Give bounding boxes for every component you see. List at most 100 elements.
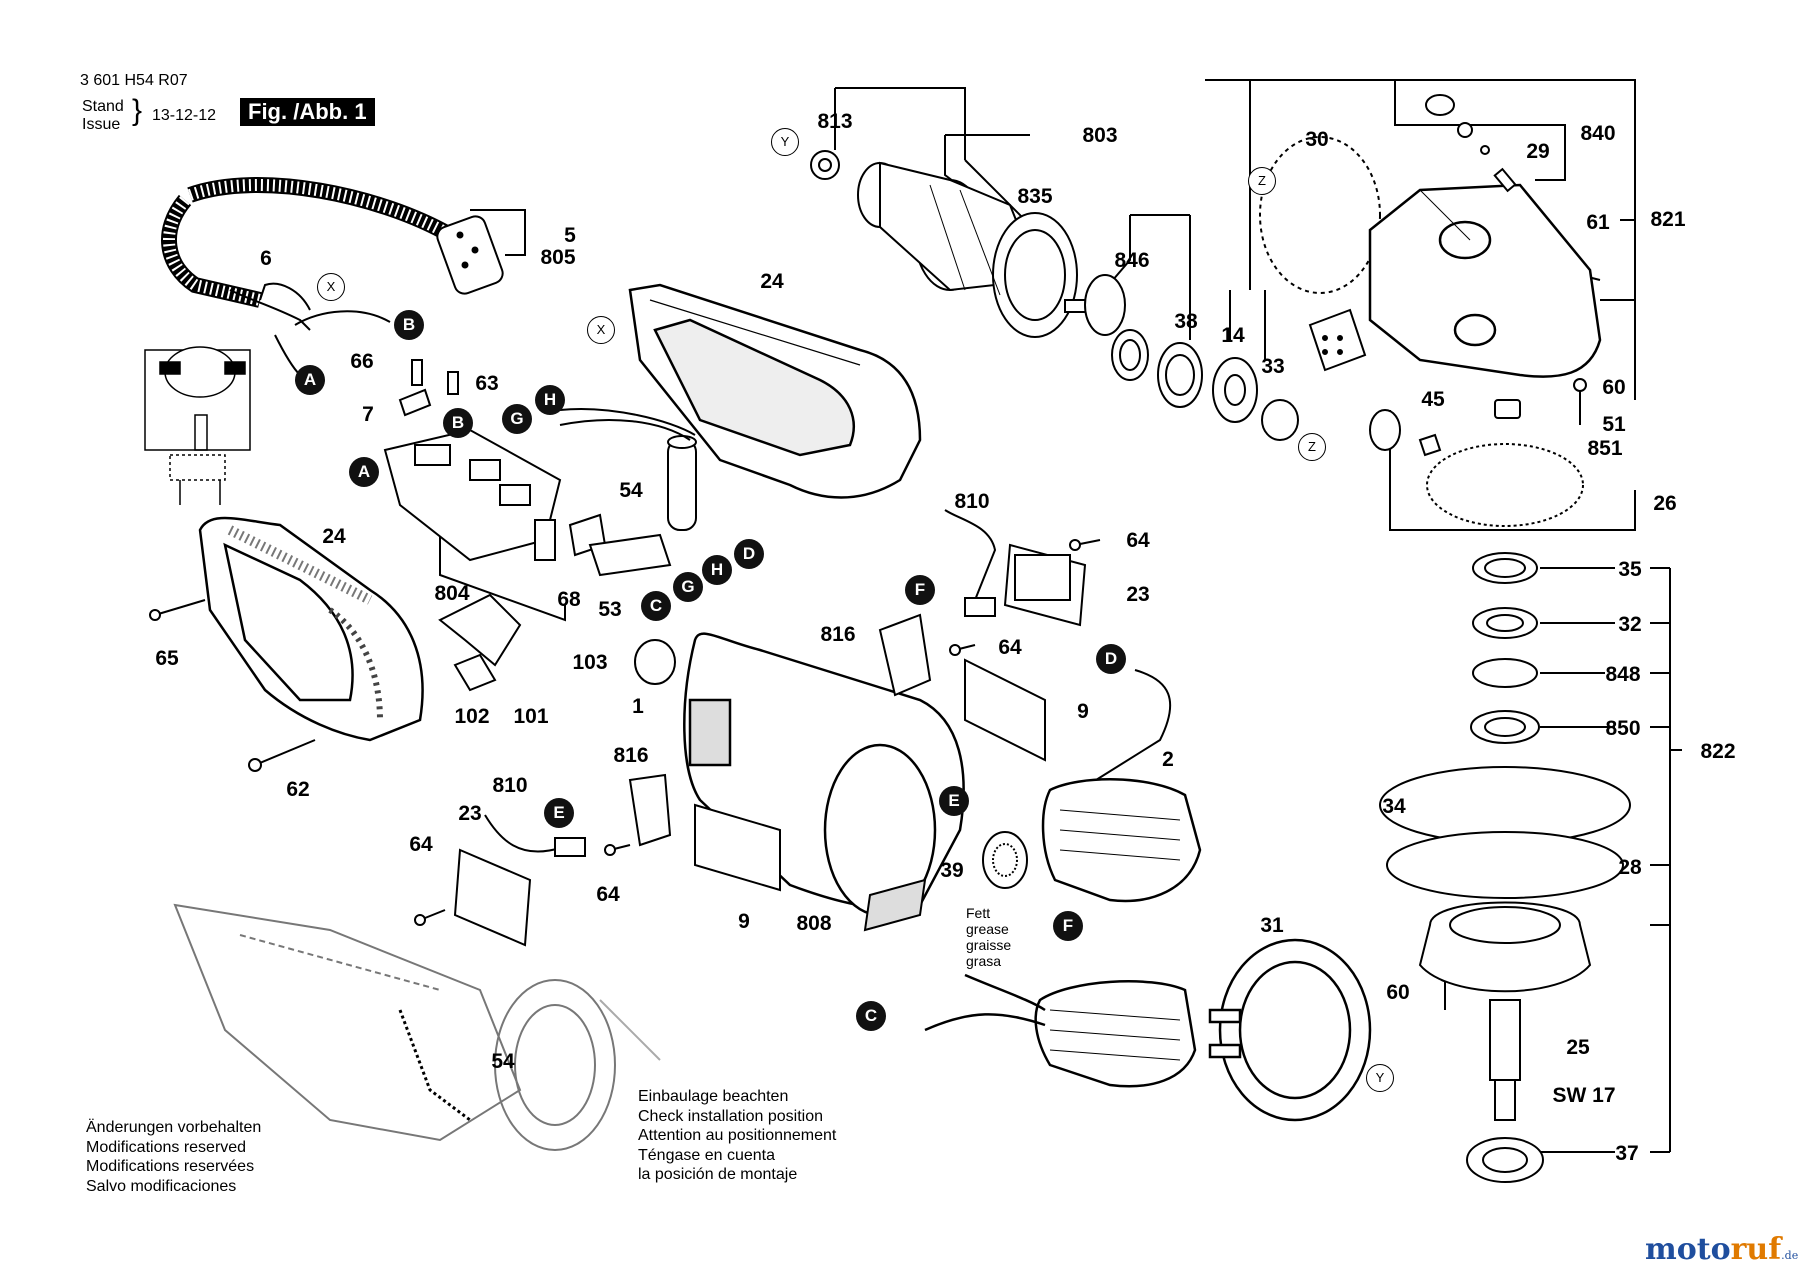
power-cable xyxy=(161,177,504,376)
callout-24-lower: 24 xyxy=(322,525,346,548)
callout-848: 848 xyxy=(1605,663,1641,686)
switch-assembly xyxy=(383,359,672,692)
callout-26: 26 xyxy=(1653,492,1677,515)
connector-E: E xyxy=(939,786,969,816)
connector-A: A xyxy=(349,457,379,487)
connector-F: F xyxy=(905,575,935,605)
housing-labels xyxy=(453,543,1087,947)
modifications-note: Änderungen vorbehalten Modifications res… xyxy=(86,1118,261,1196)
callout-808: 808 xyxy=(796,912,832,935)
note-line: la posición de montaje xyxy=(638,1166,798,1183)
connector-F: F xyxy=(1053,911,1083,941)
callout-53: 53 xyxy=(598,598,622,621)
field-coil-upper xyxy=(1041,778,1202,903)
callout-45: 45 xyxy=(1421,388,1445,411)
bevel-gear xyxy=(1426,443,1584,527)
grease-note: Fett grease graisse grasa xyxy=(966,905,1011,969)
callout-31: 31 xyxy=(1260,914,1284,937)
callout-23-left: 23 xyxy=(458,802,482,825)
note-line: Fett xyxy=(966,905,991,921)
callout-38: 38 xyxy=(1174,310,1198,333)
housing-half-bottom xyxy=(198,516,424,742)
note-line: Änderungen vorbehalten xyxy=(86,1119,262,1136)
callout-851: 851 xyxy=(1587,437,1623,460)
note-line: Salvo modificaciones xyxy=(86,1177,237,1195)
spindle-stack xyxy=(1379,552,1631,1183)
brush-wires xyxy=(484,509,1172,857)
note-line: Modifications reserved xyxy=(86,1138,247,1156)
callout-103: 103 xyxy=(572,651,608,674)
callout-101: 101 xyxy=(513,705,549,728)
bracket-5 xyxy=(470,209,526,256)
connector-E: E xyxy=(544,798,574,828)
installation-note: Einbaulage beachten Check installation p… xyxy=(638,1087,836,1185)
bearings xyxy=(810,150,1299,441)
callout-61: 61 xyxy=(1586,211,1610,234)
connector-H: H xyxy=(535,385,565,415)
callout-816-lower: 816 xyxy=(613,744,649,767)
callout-64-d: 64 xyxy=(596,883,620,906)
figure-label: Fig. /Abb. 1 xyxy=(240,98,375,126)
stand-label: Stand xyxy=(82,98,124,115)
connector-C: C xyxy=(856,1001,886,1031)
installation-illustration xyxy=(173,903,661,1151)
marker-X: X xyxy=(317,273,345,301)
bracket-821 xyxy=(1205,79,1636,400)
callout-5: 5 xyxy=(564,224,576,247)
callout-9-right: 9 xyxy=(1077,700,1089,723)
callout-51: 51 xyxy=(1602,413,1626,436)
callout-54-install: 54 xyxy=(491,1050,515,1073)
marker-Y: Y xyxy=(771,128,799,156)
callout-804: 804 xyxy=(434,582,470,605)
callout-64-a: 64 xyxy=(1126,529,1150,552)
callout-14: 14 xyxy=(1221,324,1245,347)
connector-B: B xyxy=(394,310,424,340)
callout-1: 1 xyxy=(632,695,644,718)
issue-label: Issue xyxy=(82,116,121,133)
connector-D: D xyxy=(1096,644,1126,674)
brace: } xyxy=(132,94,143,127)
callout-65: 65 xyxy=(155,647,179,670)
callout-60-upper: 60 xyxy=(1602,376,1626,399)
note-line: Modifications reservées xyxy=(86,1158,255,1175)
callout-28: 28 xyxy=(1618,856,1642,879)
capacitor xyxy=(559,408,697,531)
note-line: graisse xyxy=(966,937,1012,953)
armature xyxy=(857,161,1096,338)
callout-62: 62 xyxy=(286,778,310,801)
callout-30: 30 xyxy=(1305,128,1329,151)
callout-23-right: 23 xyxy=(1126,583,1150,606)
callout-64-c: 64 xyxy=(409,833,433,856)
callout-54: 54 xyxy=(619,479,643,502)
housing-half-top xyxy=(628,283,922,499)
bracket-26 xyxy=(1389,410,1636,531)
callout-60-lower: 60 xyxy=(1386,981,1410,1004)
fan xyxy=(634,639,1028,889)
callout-68: 68 xyxy=(557,588,581,611)
connector-H: H xyxy=(702,555,732,585)
callout-2: 2 xyxy=(1162,748,1174,771)
note-line: Check installation position xyxy=(638,1107,823,1125)
callout-846: 846 xyxy=(1114,249,1150,272)
callout-64-b: 64 xyxy=(998,636,1022,659)
callout-29: 29 xyxy=(1526,140,1550,163)
callout-810-upper: 810 xyxy=(954,490,990,513)
connector-C: C xyxy=(641,591,671,621)
connector-G: G xyxy=(673,572,703,602)
marker-Z: Z xyxy=(1298,433,1326,461)
callout-7: 7 xyxy=(362,403,374,426)
motoruf-logo: motoruf.de xyxy=(1645,1232,1799,1267)
gear-30 xyxy=(1259,136,1381,294)
callout-805: 805 xyxy=(540,246,576,269)
brush-holders xyxy=(628,613,932,847)
callout-9-left: 9 xyxy=(738,910,750,933)
connector-D: D xyxy=(734,539,764,569)
bracket-840 xyxy=(1394,80,1566,181)
connector-G: G xyxy=(502,404,532,434)
callout-813: 813 xyxy=(817,110,853,133)
note-line: Attention au positionnement xyxy=(638,1127,837,1144)
connector-A: A xyxy=(295,365,325,395)
callout-25: 25 xyxy=(1566,1036,1590,1059)
callout-850: 850 xyxy=(1605,717,1641,740)
callout-835: 835 xyxy=(1017,185,1053,208)
